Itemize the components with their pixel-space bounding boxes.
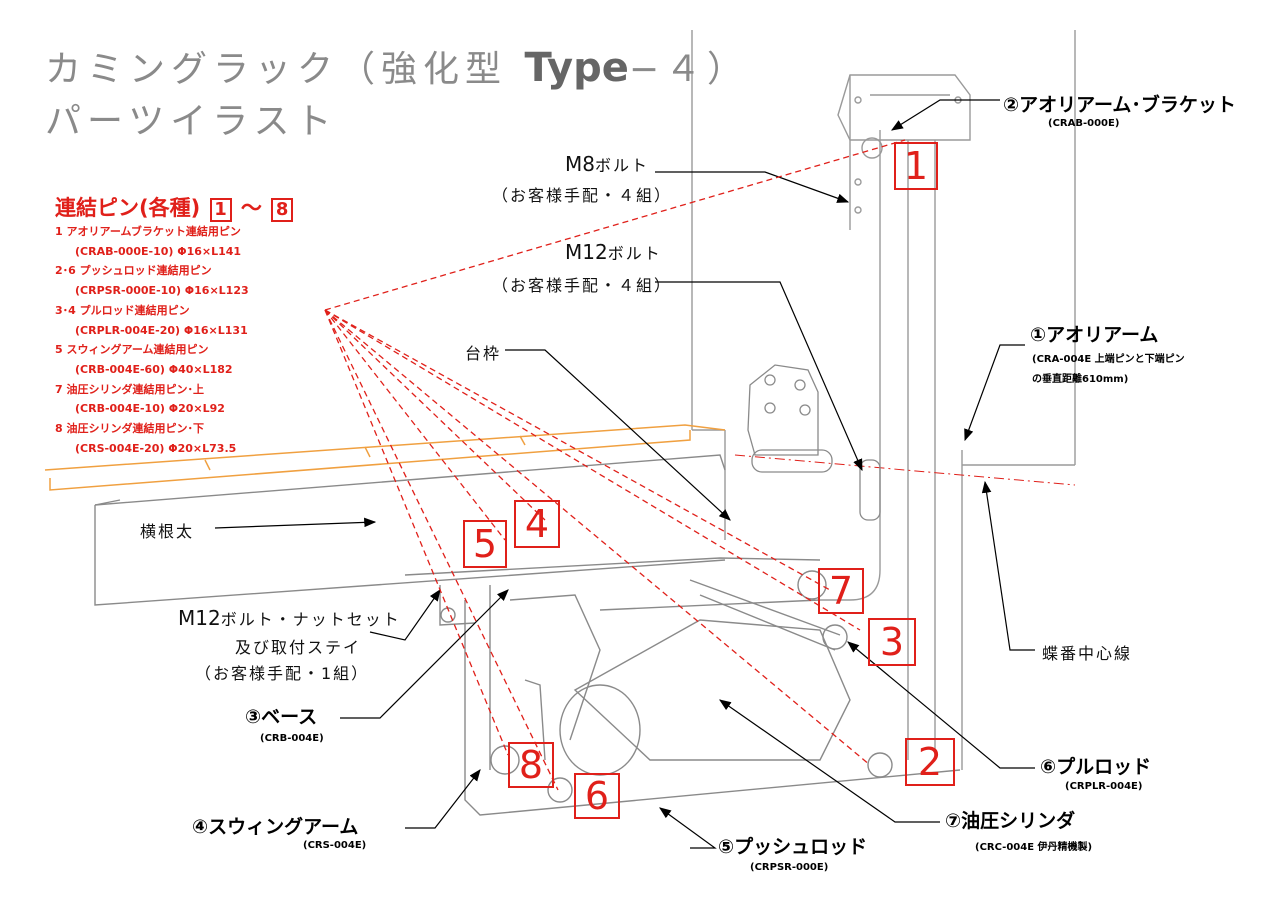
pins-range-end: 8: [271, 198, 294, 222]
part-cylinder-name: ⑦油圧シリンダ: [945, 810, 1076, 832]
callout-1: 1: [894, 142, 938, 190]
pin-leaders: [324, 139, 906, 791]
hinge-centerline-label: 蝶番中心線: [1042, 644, 1133, 663]
callout-5: 5: [463, 520, 507, 568]
m12-bolt-sub: （お客様手配・４組）: [492, 276, 673, 295]
part-cylinder-code: (CRC-004E 伊丹精機製): [975, 842, 1093, 853]
m12-tail: ボルト: [607, 244, 662, 263]
m12set-num: 12: [195, 606, 221, 630]
callout-8: 8: [508, 742, 554, 788]
part-swing-name: ④スウィングアーム: [192, 816, 359, 838]
base-box: [404, 557, 961, 816]
callout-3: 3: [868, 618, 916, 666]
drawing-subtitle: パーツイラスト: [45, 101, 338, 142]
m12-set-label: M12ボルト・ナットセット: [178, 606, 401, 630]
part-pull-code: (CRPLR-004E): [1065, 781, 1143, 792]
pin-item: 2･6 プッシュロッド連結用ピン: [55, 264, 212, 278]
m8-num: 8: [582, 152, 595, 176]
pins-range-start: 1: [209, 198, 232, 222]
part-arm-code: (CRA-004E 上端ピンと下端ピン: [1032, 354, 1185, 365]
pins-list: 1 アオリアームブラケット連結用ピン (CRAB-000E-10) Φ16×L1…: [55, 222, 249, 458]
pin-item: 3･4 プルロッド連結用ピン: [55, 303, 190, 317]
callout-6: 6: [574, 773, 620, 819]
part-base-code: (CRB-004E): [260, 733, 324, 744]
arm-outline: [691, 30, 1076, 770]
pins-header: 連結ピン(各種) 1 ～ 8: [55, 192, 295, 222]
pin-spec: (CRPLR-004E-20) Φ16×L131: [75, 323, 248, 337]
m8-tail: ボルト: [595, 156, 650, 175]
callout-4: 4: [514, 500, 560, 548]
pin-item: 5 スウィングアーム連結用ピン: [55, 343, 209, 357]
pin-spec: (CRB-004E-60) Φ40×L182: [75, 362, 233, 376]
m12-num: 12: [582, 240, 608, 264]
pin-item: 7 油圧シリンダ連結用ピン･上: [55, 382, 204, 396]
title-type: Type: [524, 45, 629, 91]
hinge-plate: [734, 364, 1076, 521]
pins-range-sep: ～: [240, 196, 262, 220]
part-base-name: ③ベース: [245, 706, 318, 728]
m12-m: M: [565, 240, 583, 264]
deck-planks: [44, 424, 726, 491]
title-line1: カミングラック（強化型: [45, 49, 525, 90]
pin-spec: (CRS-004E-20) Φ20×L73.5: [75, 441, 237, 455]
m12set-m: M: [178, 606, 196, 630]
part-push-code: (CRPSR-000E): [750, 862, 829, 873]
pin-spec: (CRAB-000E-10) Φ16×L141: [75, 244, 242, 258]
pin-item: 1 アオリアームブラケット連結用ピン: [55, 225, 241, 238]
part-bracket-name: ②アオリアーム･ブラケット: [1003, 94, 1236, 116]
m12-set-line3: （お客様手配・1組）: [195, 664, 370, 683]
part-arm-code2: の垂直距離610mm): [1032, 374, 1129, 385]
frame-label: 台枠: [465, 344, 502, 363]
pin-item: 8 油圧シリンダ連結用ピン･下: [55, 422, 204, 436]
part-arm-name: ①アオリアーム: [1030, 324, 1159, 346]
m8-bolt-sub: （お客様手配・４組）: [492, 186, 673, 205]
part-swing-code: (CRS-004E): [303, 840, 367, 851]
beam-label: 横根太: [140, 522, 195, 541]
m12-bolt-label: M12ボルト: [565, 240, 662, 264]
part-bracket-code: (CRAB-000E): [1048, 118, 1120, 129]
pin-spec: (CRPSR-000E-10) Φ16×L123: [75, 284, 249, 298]
part-pull-name: ⑥プルロッド: [1040, 756, 1152, 778]
drawing-title: カミングラック（強化型 Type−４）: [45, 40, 749, 92]
m12set-tail: ボルト・ナットセット: [220, 610, 401, 629]
m8-bolt-label: M8ボルト: [565, 152, 649, 176]
part-push-name: ⑤プッシュロッド: [718, 836, 868, 858]
leader-lines: [214, 99, 1035, 849]
pins-header-text: 連結ピン(各種): [55, 196, 201, 220]
m8-m: M: [565, 152, 583, 176]
callout-2: 2: [905, 738, 955, 786]
pin-spec: (CRB-004E-10) Φ20×L92: [75, 402, 225, 416]
m12-set-line2: 及び取付ステイ: [235, 638, 362, 657]
cross-beam: [94, 454, 726, 606]
title-suffix: −４）: [628, 49, 749, 90]
callout-7: 7: [818, 568, 864, 614]
